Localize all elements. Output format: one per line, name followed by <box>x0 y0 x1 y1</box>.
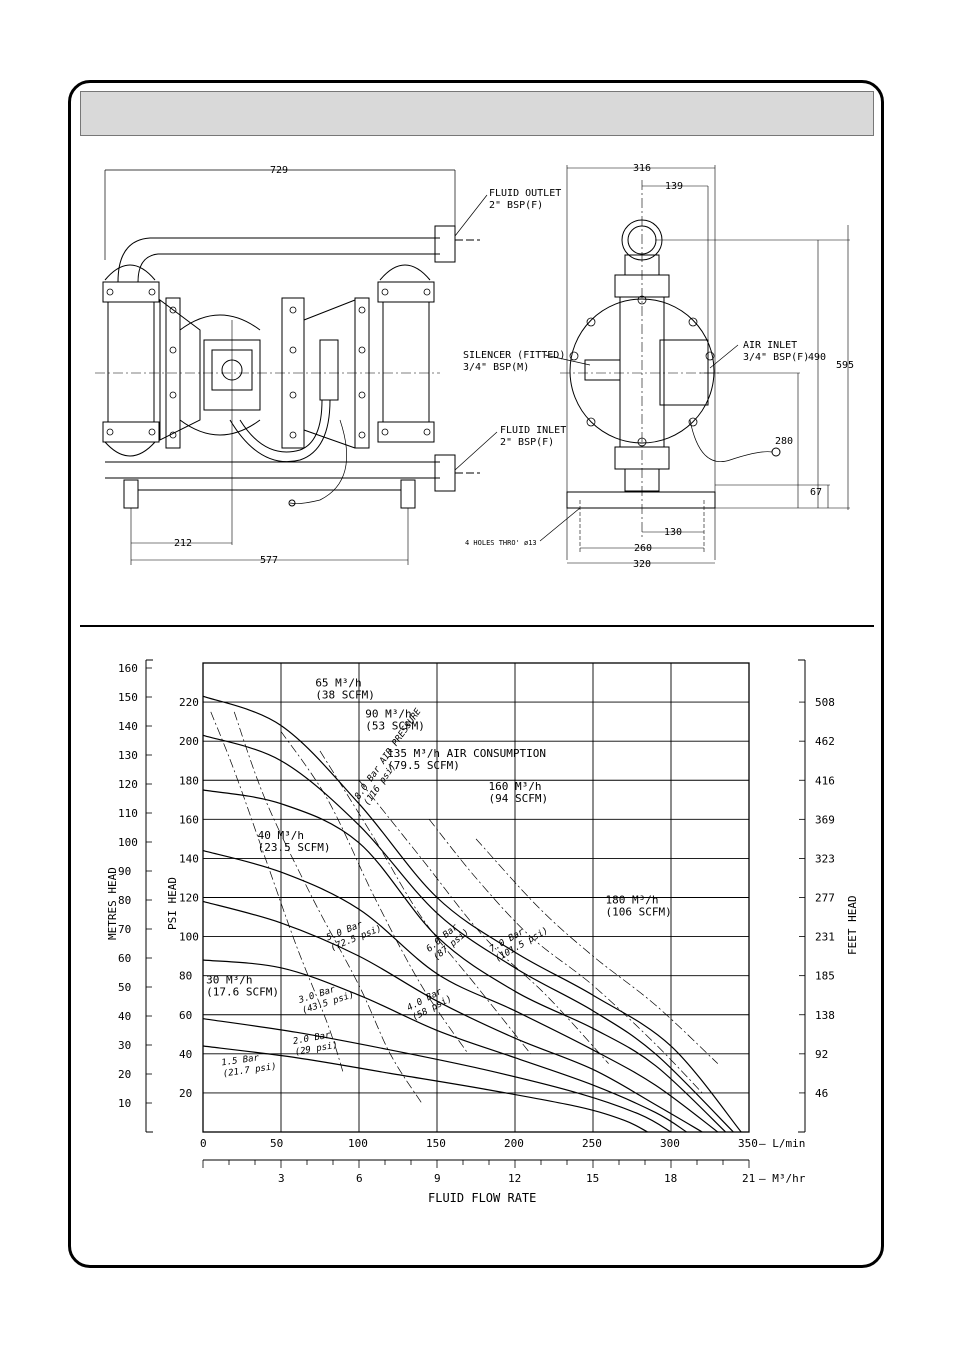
dim-130: 130 <box>664 527 682 538</box>
silencer-label: SILENCER (FITTED) <box>463 350 565 361</box>
fluid-inlet-size: 2" BSP(F) <box>500 437 554 448</box>
mounting-holes-label: 4 HOLES THRO' ø13 <box>465 539 537 547</box>
dim-139: 139 <box>665 181 683 192</box>
header-band <box>80 91 874 136</box>
dim-490: 490 <box>808 352 826 363</box>
dim-212: 212 <box>174 538 192 549</box>
drawing-sheet-border <box>68 80 884 1268</box>
side-view <box>539 165 850 564</box>
dim-320: 320 <box>633 559 651 570</box>
dim-316: 316 <box>633 163 651 174</box>
section-divider <box>80 625 874 627</box>
dim-577: 577 <box>260 555 278 566</box>
fluid-inlet-label: FLUID INLET <box>500 425 566 436</box>
pump-dimension-drawing: 729 FLUID OUTLET 2" BSP(F) FLUID INLET 2… <box>95 163 854 570</box>
fluid-outlet-label: FLUID OUTLET <box>489 188 561 199</box>
front-view <box>95 169 498 565</box>
fluid-outlet-size: 2" BSP(F) <box>489 200 543 211</box>
dim-280: 280 <box>775 436 793 447</box>
dim-260: 260 <box>634 543 652 554</box>
drawing-labels: 729 FLUID OUTLET 2" BSP(F) FLUID INLET 2… <box>174 163 854 570</box>
silencer-size: 3/4" BSP(M) <box>463 362 529 373</box>
air-inlet-size: 3/4" BSP(F) <box>743 352 809 363</box>
dim-729: 729 <box>270 165 288 176</box>
dim-595: 595 <box>836 360 854 371</box>
dim-67: 67 <box>810 487 822 498</box>
air-inlet-label: AIR INLET <box>743 340 797 351</box>
